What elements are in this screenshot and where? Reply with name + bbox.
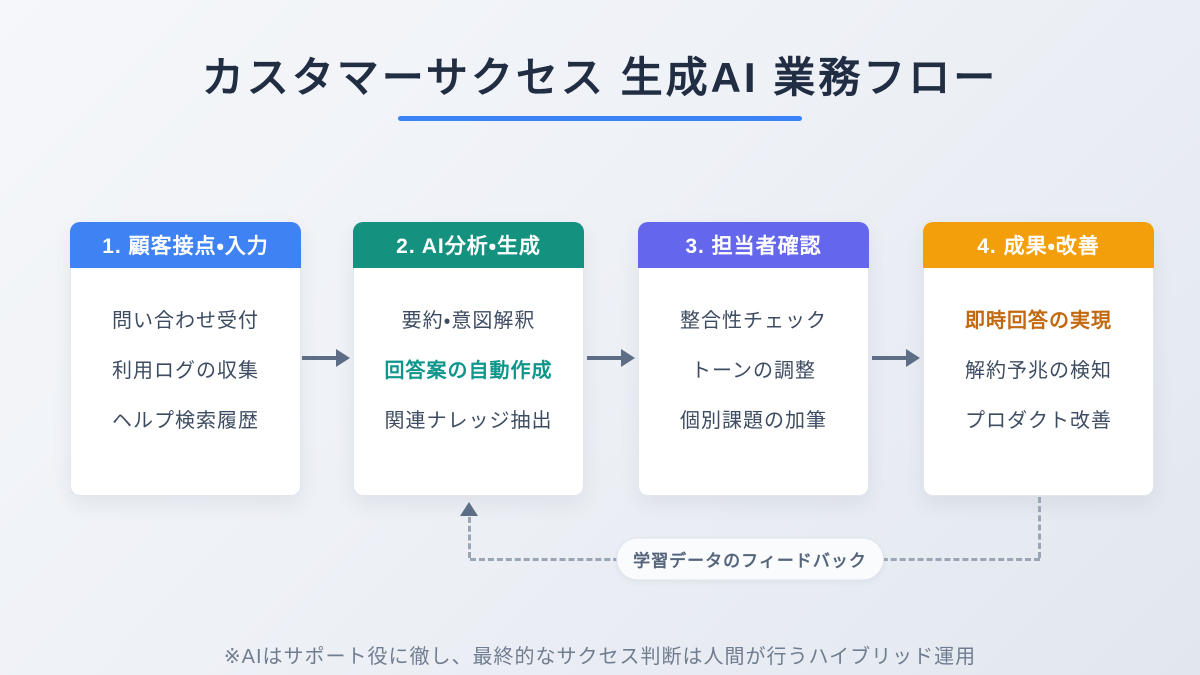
- card-item: 整合性チェック: [680, 309, 827, 332]
- flow-card-results-improvement: 4. 成果・改善 即時回答の実現 解約予兆の検知 プロダクト改善: [923, 222, 1154, 496]
- card-item: 解約予兆の検知: [965, 359, 1112, 382]
- card-item-emphasized: 回答案の自動作成: [384, 359, 553, 382]
- arrow-shaft: [872, 356, 906, 360]
- card-item: 問い合わせ受付: [112, 309, 259, 332]
- card-header: 1. 顧客接点・入力: [70, 222, 301, 268]
- card-item: 個別課題の加筆: [680, 409, 827, 432]
- card-item-list: 即時回答の実現 解約予兆の検知 プロダクト改善: [924, 268, 1153, 443]
- feedback-label-badge: 学習データのフィードバック: [616, 537, 884, 581]
- flow-card-customer-input: 1. 顧客接点・入力 問い合わせ受付 利用ログの収集 ヘルプ検索履歴: [70, 222, 301, 496]
- card-item-list: 問い合わせ受付 利用ログの収集 ヘルプ検索履歴: [71, 268, 300, 443]
- arrow-head: [621, 349, 635, 367]
- up-arrow-icon: [460, 502, 478, 516]
- card-item: ヘルプ検索履歴: [112, 409, 259, 432]
- page-title: カスタマーサクセス 生成AI 業務フロー: [201, 54, 999, 101]
- card-item-emphasized: 即時回答の実現: [965, 309, 1112, 332]
- arrow-shaft: [587, 356, 621, 360]
- feedback-line-up: [468, 517, 471, 558]
- card-item: 利用ログの収集: [112, 359, 259, 382]
- card-item: プロダクト改善: [965, 409, 1112, 432]
- arrow-shaft: [302, 356, 336, 360]
- card-header: 3. 担当者確認: [638, 222, 869, 268]
- arrow-head: [336, 349, 350, 367]
- right-arrow-icon: [587, 349, 635, 367]
- card-item: トーンの調整: [691, 359, 816, 382]
- footnote: ※AIはサポート役に徹し、最終的なサクセス判断は人間が行うハイブリッド運用: [223, 646, 977, 668]
- card-header: 4. 成果・改善: [923, 222, 1154, 268]
- arrow-head: [906, 349, 920, 367]
- flow-card-ai-analysis: 2. AI分析・生成 要約・意図解釈 回答案の自動作成 関連ナレッジ抽出: [353, 222, 584, 496]
- card-item: 要約・意図解釈: [401, 309, 536, 332]
- card-item: 関連ナレッジ抽出: [384, 409, 553, 432]
- feedback-line-down: [1038, 497, 1041, 558]
- right-arrow-icon: [302, 349, 350, 367]
- title-underline: [398, 116, 802, 121]
- card-item-list: 要約・意図解釈 回答案の自動作成 関連ナレッジ抽出: [354, 268, 583, 443]
- card-item-list: 整合性チェック トーンの調整 個別課題の加筆: [639, 268, 868, 443]
- right-arrow-icon: [872, 349, 920, 367]
- card-header: 2. AI分析・生成: [353, 222, 584, 268]
- flow-card-human-review: 3. 担当者確認 整合性チェック トーンの調整 個別課題の加筆: [638, 222, 869, 496]
